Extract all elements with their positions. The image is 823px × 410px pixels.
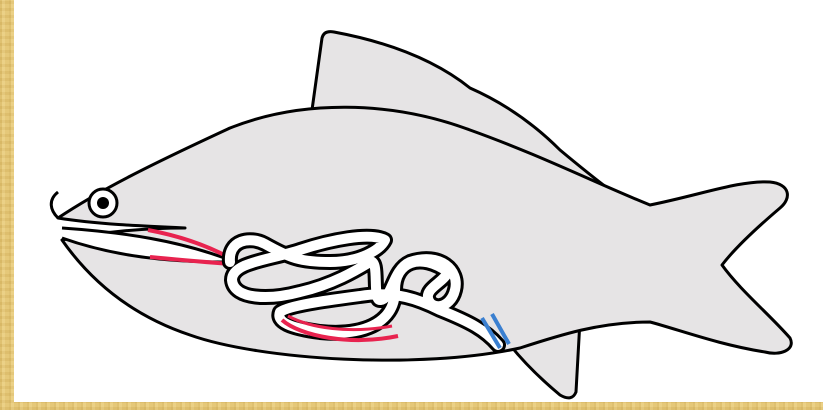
upper-jaw (51, 192, 58, 218)
eye-pupil (97, 197, 109, 209)
